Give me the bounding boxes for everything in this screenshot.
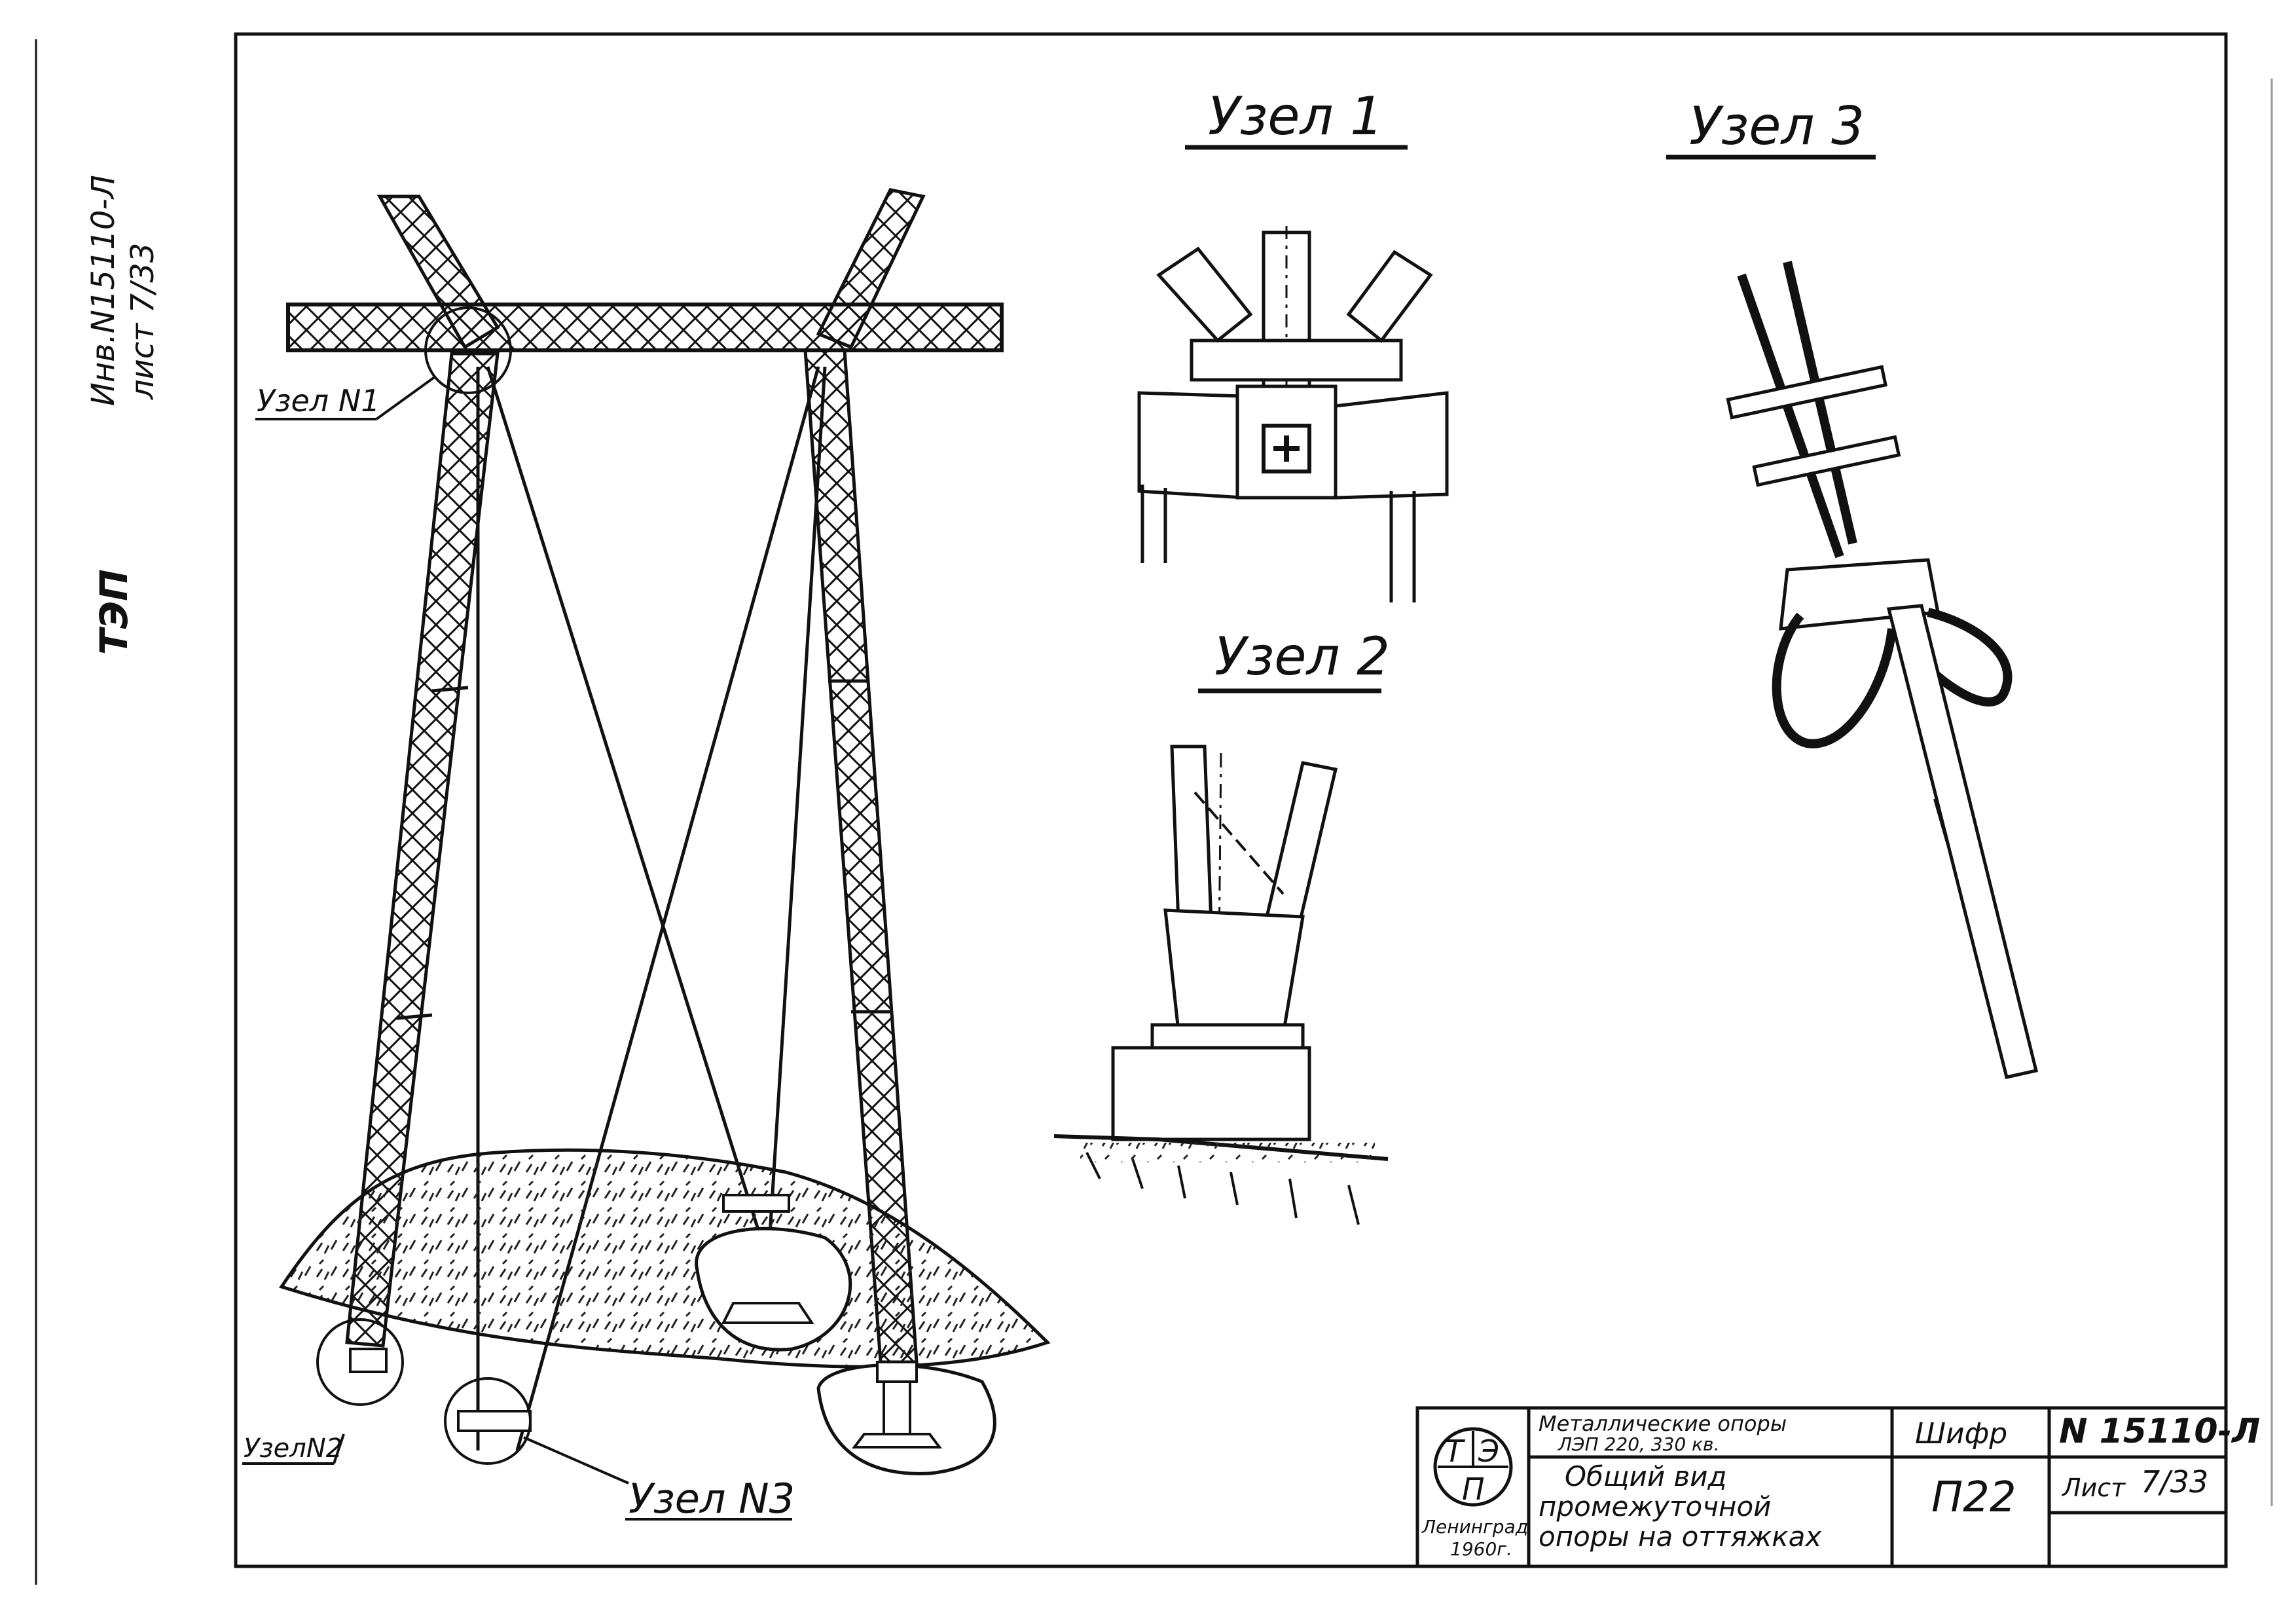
detail-node-1-title: Узел 1	[1208, 86, 1383, 147]
side-sheet: лист 7/33	[124, 242, 161, 399]
detail-node-2	[1053, 745, 1389, 1225]
callout-node2-label: УзелN2	[244, 1433, 342, 1464]
logo-letter-e: Э	[1478, 1433, 1499, 1469]
tb-subject-line1: Металлические опоры	[1539, 1411, 1787, 1436]
leg-bases	[349, 1348, 918, 1383]
right-peak	[816, 188, 926, 350]
sheet-frame	[234, 32, 2228, 1568]
tb-title-line3: опоры на оттяжках	[1539, 1521, 1822, 1553]
callout-circles	[316, 306, 532, 1465]
callout-node1-label: Узел N1	[257, 383, 380, 418]
tb-city: Ленинград	[1422, 1516, 1529, 1538]
tb-cipher-value: П22	[1931, 1473, 2016, 1522]
logo-letter-t: Т	[1445, 1433, 1466, 1469]
leader-lines	[242, 375, 792, 1521]
anchor-plates	[457, 1194, 942, 1449]
callout-node3-label: Узел N3	[629, 1475, 795, 1522]
tb-title-line2: промежуточной	[1539, 1490, 1772, 1522]
org-logo	[1433, 1427, 1513, 1507]
title-block	[1415, 1406, 2228, 1568]
detail-node-2-title: Узел 2	[1214, 626, 1390, 687]
tower-general-view	[242, 188, 1051, 1521]
logo-letter-p: П	[1462, 1471, 1485, 1507]
detail-node-3	[1726, 261, 2039, 1079]
tb-title-line1: Общий вид	[1565, 1460, 1727, 1492]
tb-number: N 15110-Л	[2059, 1412, 2261, 1451]
tb-sheet-value: 7/33	[2141, 1464, 2209, 1500]
tb-year: 1960г.	[1450, 1538, 1512, 1560]
detail-node-3-title: Узел 3	[1689, 96, 1865, 157]
ground-mound	[279, 1148, 1051, 1369]
tb-sheet-label: Лист	[2062, 1473, 2126, 1502]
crossarm	[286, 303, 1004, 352]
side-org: ТЭП	[92, 569, 136, 655]
left-peak	[376, 194, 500, 350]
tb-subject-line2: ЛЭП 220, 330 кв.	[1558, 1433, 1720, 1455]
side-inv-number: Инв.N15110-Л	[85, 175, 122, 406]
tb-cipher-label: Шифр	[1915, 1417, 2008, 1450]
detail-node-1	[1137, 226, 1449, 602]
left-leg	[345, 352, 500, 1348]
